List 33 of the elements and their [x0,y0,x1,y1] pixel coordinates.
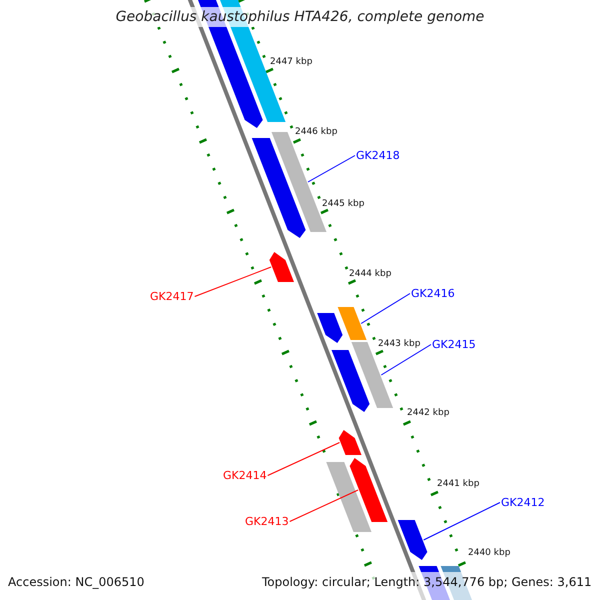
scale-label: 2444 kbp [349,270,392,279]
gene-bar [338,307,367,340]
scale-label: 2442 kbp [407,409,450,418]
gene-label: GK2415 [432,339,476,350]
gene-bar [269,252,294,282]
leader-line [194,266,272,297]
scale-label: 2445 kbp [322,200,364,209]
gene-bar [252,138,306,238]
leader-line [289,490,359,522]
footer-note: Accession: NC_006510 [8,576,144,588]
leader-line [307,155,356,182]
gene-label: GK2413 [245,516,289,527]
gene-bar [326,462,372,532]
leader-line [267,442,340,476]
leader-line [380,344,432,376]
gene-label: GK2416 [411,288,455,299]
gene-label: GK2414 [223,470,267,481]
gene-label: GK2417 [150,291,194,302]
leader-line [423,502,500,540]
leader-line [360,293,410,324]
scale-label: 2446 kbp [295,128,338,137]
footer-note: Topology: circular; Length: 3,544,776 bp; Genes: 3,611 [262,576,592,588]
gene-bar [338,430,362,455]
gene-label: GK2412 [501,497,545,508]
gene-bar [398,520,428,560]
scale-label: 2441 kbp [437,480,480,489]
scale-label: 2440 kbp [468,549,510,558]
gene-bar [332,350,370,412]
scale-label: 2443 kbp [378,340,420,349]
gene-bar [350,458,388,522]
scale-label: 2447 kbp [270,58,312,67]
gene-bar [317,313,343,343]
gene-label: GK2418 [356,150,400,161]
